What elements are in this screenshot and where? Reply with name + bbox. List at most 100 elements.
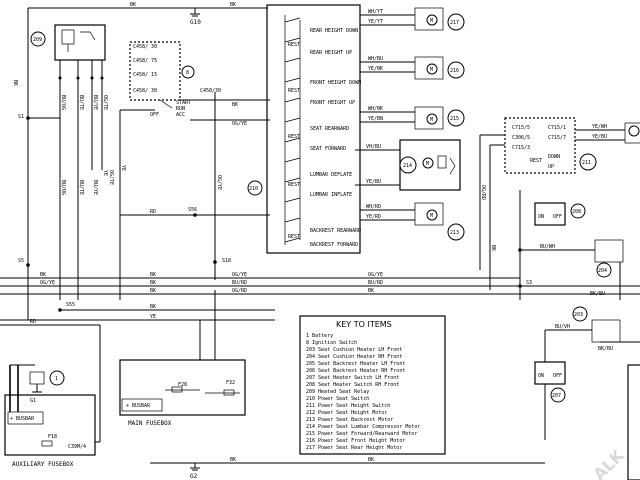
wire-bk-h4: BK: [368, 288, 374, 294]
key-item: 213 Power Seat Backrest Motor: [306, 417, 393, 423]
wire-bk-left: BK: [12, 80, 18, 86]
sw208-on: ON: [538, 214, 544, 220]
key-item: 208 Seat Heater Switch RH Front: [306, 382, 399, 388]
key-item: 203 Seat Cushion Heater LH Front: [306, 347, 402, 353]
fwd-rwd-motor: [414, 106, 444, 130]
sw210-seat-rearward: SEAT REARWARD: [310, 126, 349, 132]
wire-ye-bu-2: YE/BU: [592, 134, 607, 140]
wire-og-rd: OG/RD: [232, 288, 247, 294]
sw210-lumbar-deflate: LUMBAR DEFLATE: [310, 172, 352, 178]
key-item: 215 Power Seat Forward/Rearward Motor: [306, 431, 417, 437]
wire-bk-v2: BK: [490, 245, 496, 251]
wire-label-bk-top2: BK: [230, 2, 236, 8]
heater-204-number: 204: [598, 268, 607, 274]
wire-og-ye-h3: OG/YE: [40, 280, 55, 286]
fuse-f28: F28: [178, 382, 187, 388]
sw211-c715-7: C715/7: [548, 135, 566, 141]
seat-heater-switch-rh: [534, 202, 566, 226]
wire-og-ye-ign: OG/YE: [232, 121, 247, 127]
heater-switch-207-number: 207: [552, 393, 561, 399]
wire-bu-ye-2: BU/YE: [92, 180, 98, 195]
wire-ye-wh: YE/WH: [592, 124, 607, 130]
sw211-down: DOWN: [548, 154, 560, 160]
switch-211-number: 211: [582, 160, 591, 166]
ign-c458-75: C458/ 75: [133, 58, 157, 64]
sw211-c306-5: C306/5: [512, 135, 530, 141]
wire-ye-h: YE: [150, 314, 156, 320]
wire-ye-yt: YE/YT: [368, 19, 383, 25]
wire-bu-te-1: BU/TE: [78, 95, 84, 110]
sw210-rest-2: REST: [288, 88, 300, 94]
sw210-seat-forward: SEAT FORWARD: [310, 146, 346, 152]
switch-210-number: 210: [249, 186, 258, 192]
ground-g2-label: G2: [190, 473, 198, 480]
main-fusebox-label: MAIN FUSEBOX: [128, 420, 172, 427]
ign-acc: ACC: [176, 112, 185, 118]
wire-bu-rd-2: BU/RD: [368, 280, 383, 286]
wire-bk-h3: BK: [150, 288, 156, 294]
key-item: 8 Ignition Switch: [306, 340, 357, 346]
wire-bk-h1: BK: [40, 272, 46, 278]
switch-215-number: 215: [450, 116, 459, 122]
wire-ye-rd: YE/RD: [366, 214, 381, 220]
backrest-motor: [414, 202, 444, 226]
aux-c39m-4: C39M/4: [68, 444, 86, 450]
wire-og-ye-h2: OG/YE: [368, 272, 383, 278]
wire-bu-vh: BU/VH: [555, 324, 570, 330]
wire-bu-rd: BU/RD: [232, 280, 247, 286]
svg-text:M: M: [430, 213, 433, 219]
wire-ye-bu: YE/BU: [366, 179, 381, 185]
wire-og-rd-v: OG/RD: [480, 185, 486, 200]
wire-bk-h2: BK: [150, 280, 156, 286]
splice-s3: S3: [526, 280, 532, 286]
sw210-front-height-down: FRONT HEIGHT DOWN: [310, 80, 361, 86]
seat-cushion-heater-lh: [591, 319, 621, 343]
sw210-lumbar-inflate: LUMBAR INFLATE: [310, 192, 352, 198]
wire-ye-bn: YE/BN: [368, 116, 383, 122]
sw207-off: OFF: [553, 373, 562, 379]
wire-bk-bottom2: BK: [368, 457, 374, 463]
aux-busbar: + BUSBAR: [10, 416, 35, 422]
fuse-f18: F18: [48, 434, 57, 440]
switch-210-contacts: [284, 15, 301, 245]
key-item: 216 Power Seat Front Height Motor: [306, 438, 405, 444]
sw210-rear-height-down: REAR HEIGHT DOWN: [310, 28, 358, 34]
sw211-c715-5: C715/5: [512, 125, 530, 131]
key-item: 210 Power Seat Switch: [306, 396, 369, 402]
wire-bu-wh: BU/WH: [540, 244, 555, 250]
power-seat-height-switch-211: [504, 117, 576, 174]
splice-s1: S1: [18, 114, 24, 120]
wire-bu-te-2: BU/TE: [78, 180, 84, 195]
relay-209-number: 209: [33, 37, 42, 43]
front-height-motor: [414, 56, 444, 80]
key-title: KEY TO ITEMS: [336, 320, 392, 329]
ground-g10-label: G10: [190, 19, 201, 26]
aux-fusebox-label: AUXILIARY FUSEBOX: [12, 461, 74, 468]
sw211-c715-3: C715/3: [512, 145, 530, 151]
key-item: 207 Seat Heater Switch LH Front: [306, 375, 399, 381]
key-to-items-box: [299, 315, 446, 455]
wire-bk-h1b: BK: [150, 272, 156, 278]
svg-text:M: M: [430, 18, 433, 24]
key-item: 1 Battery: [306, 333, 333, 339]
splice-s18: S18: [222, 258, 231, 264]
svg-text:M: M: [430, 117, 433, 123]
splice-s55: S55: [66, 302, 75, 308]
ground-g1: G1: [30, 398, 36, 404]
wire-ye-1: YE: [102, 170, 108, 176]
sw210-rest-5: REST: [288, 234, 300, 240]
wire-wh-bk: WH/BK: [368, 106, 383, 112]
sw211-up: UP: [548, 164, 554, 170]
key-item: 204 Seat Cushion Heater RH Front: [306, 354, 402, 360]
wire-og-te-1: OG/TE: [102, 95, 108, 110]
key-item: 206 Seat Backrest Heater RH Front: [306, 368, 405, 374]
key-item: 209 Heated Seat Relay: [306, 389, 369, 395]
fuse-f32: F32: [226, 380, 235, 386]
wire-wh-rd: WH/RD: [366, 204, 381, 210]
key-item: 212 Power Seat Height Motor: [306, 410, 387, 416]
battery-1-number: 1: [55, 376, 58, 382]
wire-wh-bu: WH/BU: [368, 56, 383, 62]
sw211-c715-1: C715/1: [548, 125, 566, 131]
ign-run: RUN: [176, 106, 185, 112]
